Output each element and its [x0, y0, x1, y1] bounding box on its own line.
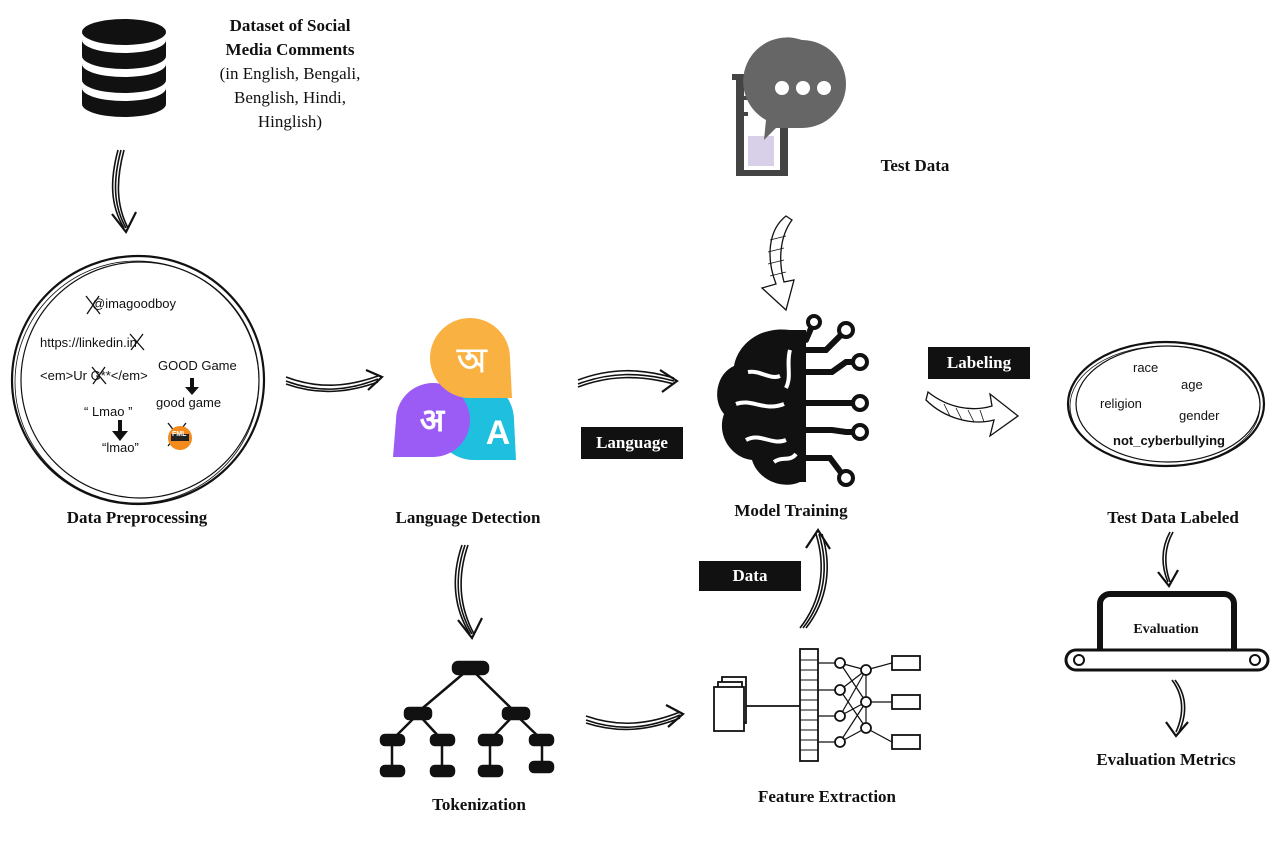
test-beaker-icon — [732, 74, 788, 176]
label-test-data-labeled: Test Data Labeled — [1107, 508, 1239, 527]
example-html: <em>Ur G**</em> — [40, 368, 148, 383]
tag-language: Language — [581, 427, 683, 459]
brain-network-icon — [717, 314, 869, 487]
arrow-testdata-to-model — [760, 215, 795, 312]
label-evaluation-metrics: Evaluation Metrics — [1096, 750, 1236, 769]
arrow-labeled-to-evaluation — [1157, 531, 1179, 588]
label-language-detection: Language Detection — [395, 508, 541, 527]
label-model-training: Model Training — [734, 501, 848, 520]
case-arrow-icon — [185, 378, 199, 395]
evaluation-conveyor-icon — [1064, 591, 1270, 672]
bengali-glyph: অ — [457, 341, 487, 381]
emoji-text: FML — [172, 431, 187, 438]
example-quote-before: “ Lmao ” — [84, 404, 133, 419]
arrow-language-to-tokenization — [454, 544, 483, 641]
chat-bubble-icon — [743, 37, 846, 140]
example-case-after: good game — [156, 395, 222, 410]
label-feature-extraction: Feature Extraction — [757, 787, 896, 806]
preprocessing-circle — [10, 254, 266, 506]
arrow-evaluation-to-metrics — [1165, 679, 1189, 738]
label-tokenization: Tokenization — [432, 795, 526, 814]
label-data-preprocessing: Data Preprocessing — [66, 508, 208, 527]
label-word-race: race — [1133, 360, 1159, 375]
arrow-preprocessing-to-language — [285, 368, 384, 393]
example-case-before: GOOD Game — [158, 358, 237, 373]
feature-extraction-icon — [713, 648, 921, 762]
label-word-gender: gender — [1179, 408, 1220, 423]
arrow-tokenization-to-features — [585, 704, 685, 731]
arrow-model-to-labeled — [925, 390, 1020, 438]
label-word-age: age — [1181, 377, 1203, 392]
database-icon — [82, 19, 166, 117]
latin-glyph: A — [485, 414, 511, 452]
arrow-language-to-model — [577, 369, 679, 393]
example-url: https://linkedin.in — [40, 335, 137, 350]
tag-labeling: Labeling — [928, 347, 1030, 379]
tag-data: Data — [699, 561, 801, 591]
language-bubbles-icon — [393, 318, 516, 460]
example-mention: @imagoodboy — [92, 296, 177, 311]
arrow-dataset-to-preprocessing — [111, 149, 137, 235]
evaluation-screen-label: Evaluation — [1133, 622, 1199, 637]
labeled-data-ellipse — [1066, 340, 1266, 468]
dataset-languages: (in English, Bengali, Benglish, Hindi, H… — [219, 64, 361, 131]
dataset-title: Dataset of Social Media Comments — [225, 16, 355, 59]
label-word-not-cyberbullying: not_cyberbullying — [1113, 433, 1225, 448]
label-test-data: Test Data — [880, 156, 950, 175]
quote-arrow-icon — [112, 420, 128, 441]
hindi-glyph: अ — [419, 401, 445, 439]
angry-emoji-icon — [168, 426, 192, 450]
example-quote-after: “lmao” — [102, 440, 139, 455]
tokenization-tree-icon — [379, 660, 555, 778]
label-word-religion: religion — [1100, 396, 1142, 411]
dataset-description: Dataset of Social Media Comments (in Eng… — [205, 14, 375, 134]
arrow-features-to-model — [799, 527, 831, 629]
